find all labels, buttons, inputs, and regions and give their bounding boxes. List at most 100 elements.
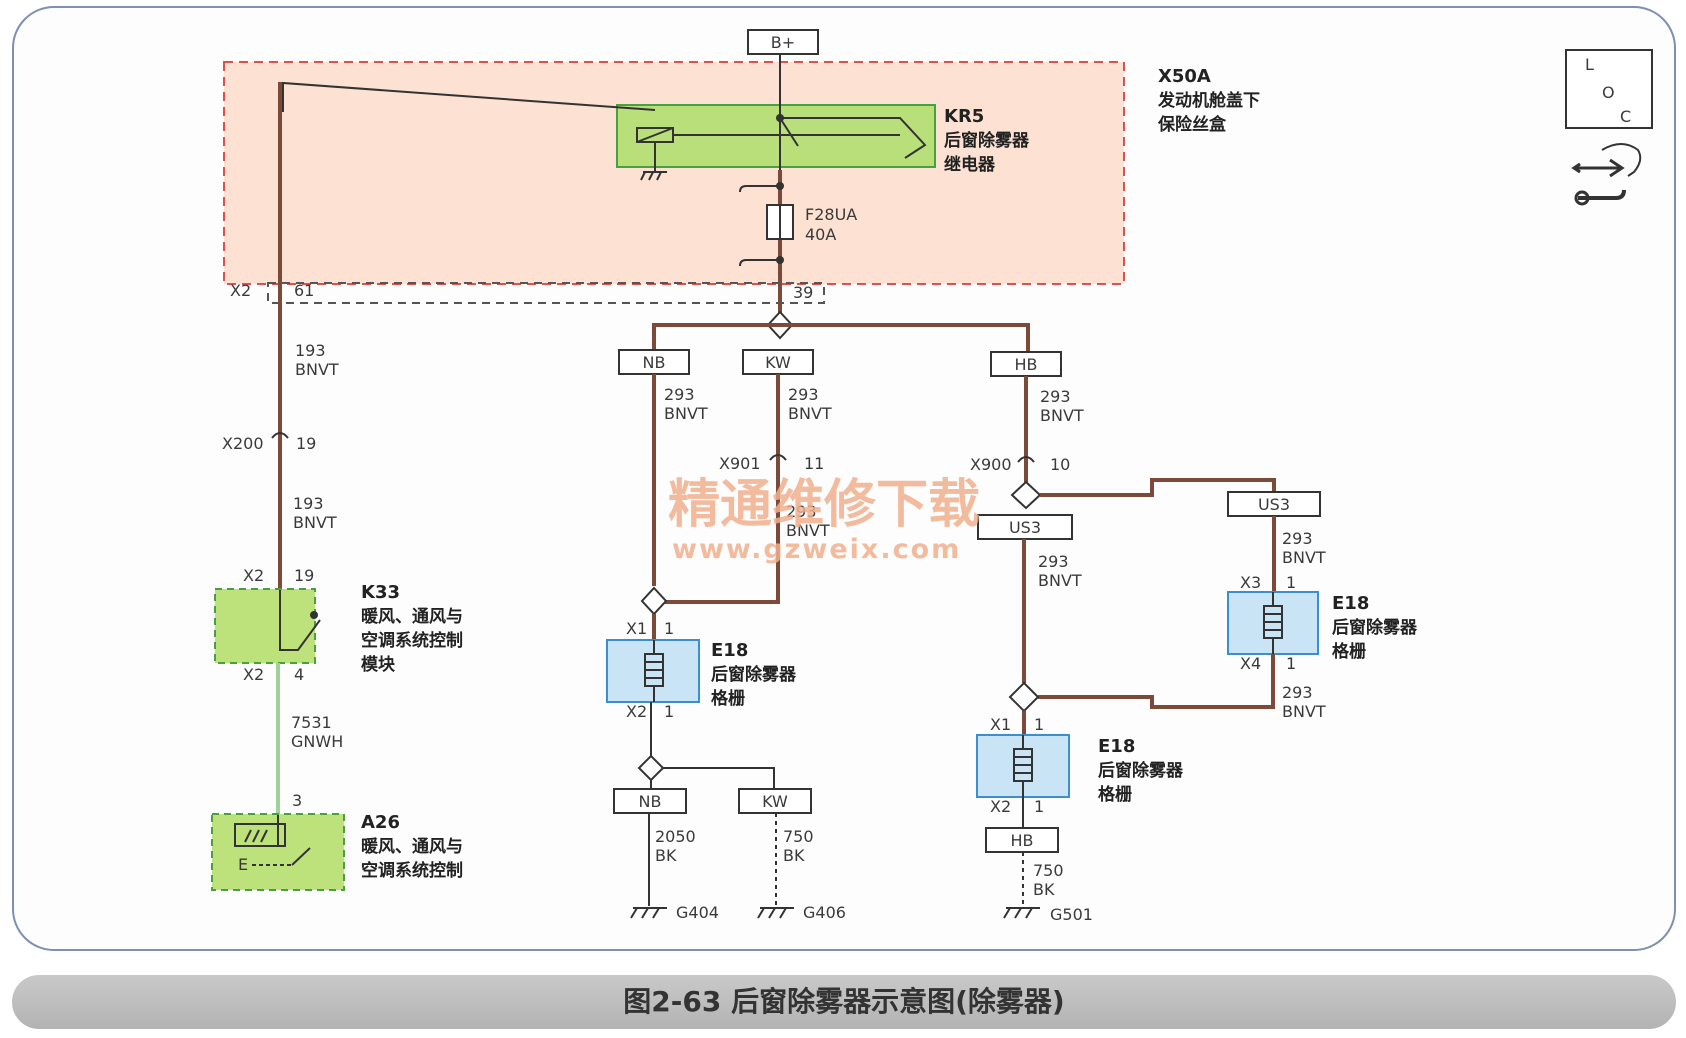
k33-id: K33: [361, 582, 400, 603]
svg-text:293: 293: [786, 502, 817, 521]
tag-us3: [977, 514, 1073, 540]
svg-text:1: 1: [1034, 715, 1044, 734]
svg-text:L: L: [1585, 55, 1594, 74]
fusebox-line1: 发动机舱盖下: [1157, 90, 1260, 111]
svg-text:BK: BK: [655, 846, 677, 865]
splice-us3: [1008, 681, 1040, 713]
e18-b-id: E18: [1098, 736, 1135, 757]
svg-text:后窗除雾器: 后窗除雾器: [1332, 617, 1418, 638]
svg-text:293: 293: [1282, 683, 1313, 702]
svg-text:BNVT: BNVT: [1040, 406, 1084, 425]
svg-text:C: C: [1620, 107, 1631, 126]
svg-text:格栅: 格栅: [711, 688, 745, 709]
svg-text:193: 193: [295, 341, 326, 360]
x2-conn: X2: [230, 281, 251, 300]
splice-hb: [1010, 480, 1042, 510]
relay-id: KR5: [944, 106, 984, 127]
x200-label: X200: [222, 434, 264, 453]
svg-text:HB: HB: [1010, 831, 1033, 850]
a26-id: A26: [361, 812, 400, 833]
caption-bar: 图2-63 后窗除雾器示意图(除雾器): [12, 975, 1676, 1029]
svg-text:NB: NB: [639, 792, 662, 811]
svg-text:后窗除雾器: 后窗除雾器: [1098, 760, 1184, 781]
svg-text:X1: X1: [990, 715, 1011, 734]
figure-caption: 图2-63 后窗除雾器示意图(除雾器): [623, 985, 1065, 1018]
svg-text:BNVT: BNVT: [293, 513, 337, 532]
svg-text:空调系统控制: 空调系统控制: [361, 630, 463, 651]
svg-text:1: 1: [1034, 797, 1044, 816]
svg-text:BK: BK: [783, 846, 805, 865]
svg-text:1: 1: [664, 619, 674, 638]
svg-text:O: O: [1602, 83, 1615, 102]
fusebox-line2: 保险丝盒: [1157, 114, 1227, 135]
svg-text:BNVT: BNVT: [1282, 548, 1326, 567]
ground-g501-icon: [1003, 907, 1040, 919]
svg-text:格栅: 格栅: [1098, 784, 1132, 805]
svg-text:GNWH: GNWH: [291, 732, 343, 751]
svg-text:BNVT: BNVT: [786, 521, 830, 540]
svg-text:3: 3: [292, 791, 302, 810]
relay-line1: 后窗除雾器: [944, 130, 1030, 151]
tag-nb2: [613, 788, 687, 814]
x900-pin: 10: [1050, 455, 1070, 474]
e18-c-id: E18: [1332, 593, 1369, 614]
svg-text:G404: G404: [676, 903, 719, 922]
a26-heater-icon: [234, 823, 286, 847]
svg-text:后窗除雾器: 后窗除雾器: [711, 664, 797, 685]
svg-text:7531: 7531: [291, 713, 332, 732]
svg-text:格栅: 格栅: [1332, 641, 1366, 662]
watermark-url: www.gzweix.com: [672, 534, 961, 565]
svg-text:模块: 模块: [361, 654, 396, 675]
splice-nb: [640, 586, 668, 616]
svg-text:293: 293: [1038, 552, 1069, 571]
x900-label: X900: [970, 455, 1012, 474]
svg-text:BNVT: BNVT: [788, 404, 832, 423]
svg-text:BNVT: BNVT: [295, 360, 339, 379]
e18-a-id: E18: [711, 640, 748, 661]
svg-text:空调系统控制: 空调系统控制: [361, 860, 463, 881]
svg-text:750: 750: [1033, 861, 1064, 880]
svg-text:X2: X2: [243, 665, 264, 684]
svg-text:1: 1: [1286, 654, 1296, 673]
svg-text:暖风、通风与: 暖风、通风与: [361, 606, 463, 627]
x901-label: X901: [719, 454, 761, 473]
svg-text:1: 1: [1286, 573, 1296, 592]
svg-text:BNVT: BNVT: [664, 404, 708, 423]
svg-text:750: 750: [783, 827, 814, 846]
relay-line2: 继电器: [944, 154, 996, 175]
wiring-diagram: B+ F28UA 40A X50A 发动机舱盖下 保险丝盒 KR5 后窗除雾器 …: [211, 29, 1653, 924]
svg-text:293: 293: [664, 385, 695, 404]
svg-text:NB: NB: [643, 353, 666, 372]
svg-text:BK: BK: [1033, 880, 1055, 899]
pin-39: 39: [793, 283, 813, 302]
fusebox-id: X50A: [1158, 66, 1211, 87]
svg-text:193: 193: [293, 494, 324, 513]
svg-text:BNVT: BNVT: [1038, 571, 1082, 590]
bplus-label: B+: [771, 33, 795, 52]
service-hand-icon: [1571, 143, 1642, 206]
svg-text:BNVT: BNVT: [1282, 702, 1326, 721]
svg-text:HB: HB: [1014, 355, 1037, 374]
fusebox-x50a: [223, 61, 1125, 285]
svg-text:G406: G406: [803, 903, 846, 922]
svg-text:US3: US3: [1258, 495, 1290, 514]
svg-text:293: 293: [1040, 387, 1071, 406]
svg-text:293: 293: [788, 385, 819, 404]
svg-text:KW: KW: [762, 792, 788, 811]
x2-pin61: 61: [294, 281, 314, 300]
fuse-id: F28UA: [805, 205, 857, 224]
ground-g404-icon: [630, 907, 667, 919]
connector-x2-strip: [267, 282, 825, 304]
svg-text:1: 1: [664, 702, 674, 721]
svg-text:4: 4: [294, 665, 304, 684]
loc-icon: [1565, 49, 1653, 129]
svg-text:X2: X2: [990, 797, 1011, 816]
tag-bplus: [747, 29, 819, 55]
fuse-rating: 40A: [805, 225, 836, 244]
splice-ground: [637, 754, 665, 782]
svg-text:X1: X1: [626, 619, 647, 638]
watermark-cn: 精通维修下载: [668, 475, 980, 535]
svg-text:US3: US3: [1009, 518, 1041, 537]
x901-pin: 11: [804, 454, 824, 473]
tag-nb: [618, 349, 690, 375]
